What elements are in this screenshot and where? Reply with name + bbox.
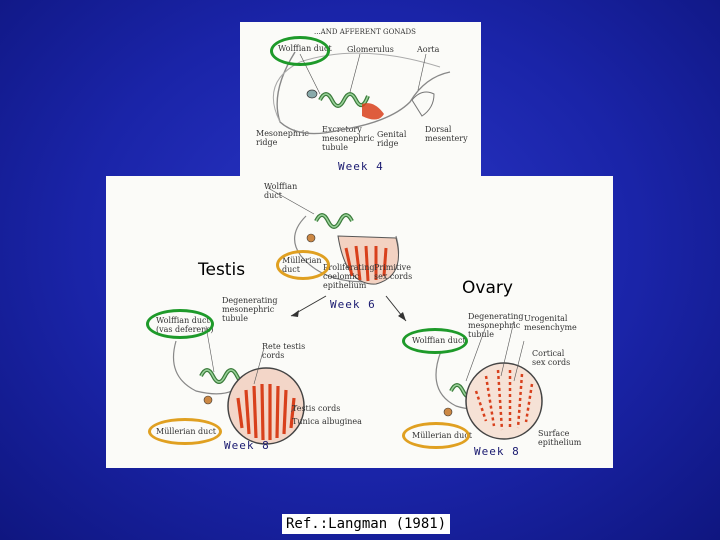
highlight-ring-wolffian-left — [146, 309, 214, 339]
week6-label: Week 6 — [330, 298, 376, 311]
week4-diagram-panel: ...AND AFFERENT GONADS Wolffian duct Glo… — [240, 22, 481, 182]
label-cortical-sex-cords: Cortical sex cords — [532, 349, 571, 367]
label-testis-cords: Testis cords — [292, 404, 341, 413]
label-proliferating-epithelium: Proliferating coelomic epithelium — [323, 263, 375, 290]
label-degenerating-tubule-right: Degenerating mesonephric tubule — [468, 312, 524, 339]
week8-left-label: Week 8 — [224, 439, 270, 452]
highlight-ring-mullerian-left — [148, 418, 222, 445]
week4-label: Week 4 — [338, 160, 384, 173]
highlight-ring-wolffian-right — [402, 328, 468, 354]
label-glomerulus: Glomerulus — [347, 45, 394, 54]
label-wolffian-duct-top: Wolffian duct — [264, 182, 298, 200]
label-mesonephric-ridge: Mesonephric ridge — [256, 129, 309, 147]
label-surface-epithelium: Surface epithelium — [538, 429, 582, 447]
ovary-label: Ovary — [462, 278, 513, 298]
label-urogenital-mesenchyme: Urogenital mesenchyme — [524, 314, 577, 332]
label-tunica-albuginea: Tunica albuginea — [292, 417, 362, 426]
label-rete-testis: Rete testis cords — [262, 342, 306, 360]
week8-right-label: Week 8 — [474, 445, 520, 458]
top-header: ...AND AFFERENT GONADS — [314, 28, 416, 36]
label-genital-ridge: Genital ridge — [377, 130, 407, 148]
label-aorta: Aorta — [417, 45, 440, 54]
highlight-ring-mullerian-top — [276, 250, 330, 280]
differentiation-illustration — [172, 187, 543, 445]
highlight-ring-wolffian-top — [270, 36, 330, 66]
label-dorsal-mesentery: Dorsal mesentery — [425, 125, 468, 143]
label-degenerating-tubule-left: Degenerating mesonephric tubule — [222, 296, 278, 323]
highlight-ring-mullerian-right — [402, 422, 470, 449]
week6-week8-diagram-panel: Wolffian duct Müllerian duct Proliferati… — [106, 176, 613, 468]
reference-citation: Ref.:Langman (1981) — [282, 514, 451, 534]
testis-label: Testis — [198, 260, 246, 280]
label-primitive-sex-cords: Primitive sex cords — [374, 263, 413, 281]
